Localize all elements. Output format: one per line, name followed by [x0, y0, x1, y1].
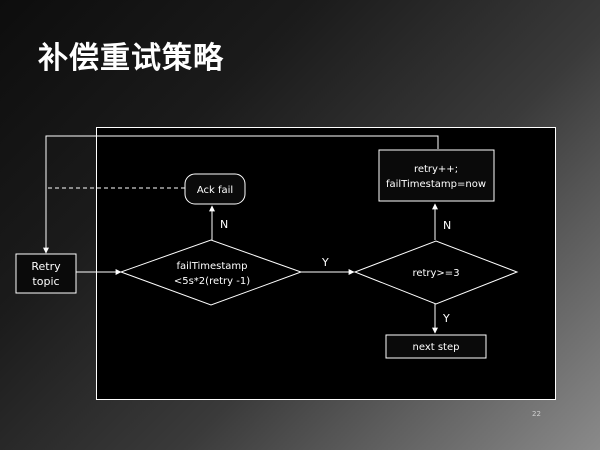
retry-topic-label-line1: Retry — [31, 260, 61, 273]
edge-label-to-ack-fail: N — [220, 218, 228, 231]
fail-timestamp-label-line2: <5s*2(retry -1) — [174, 276, 250, 287]
ack-fail-node: Ack fail — [184, 173, 246, 205]
loop-connector — [43, 135, 439, 254]
slide-title: 补偿重试策略 — [38, 41, 224, 76]
increment-retry-label-line2: failTimestamp=now — [386, 179, 486, 190]
edge-label-to-retry-count: Y — [321, 256, 329, 269]
next-step-node: next step — [385, 334, 487, 359]
next-step-label: next step — [413, 342, 460, 353]
retry-count-label: retry>=3 — [412, 268, 459, 279]
increment-retry-label-line1: retry++; — [414, 164, 458, 175]
fail-timestamp-label-line1: failTimestamp — [176, 261, 247, 272]
fail-timestamp-decision: failTimestamp <5s*2(retry -1) — [119, 239, 303, 306]
page-number: 22 — [532, 410, 541, 418]
retry-topic-label-line2: topic — [32, 275, 59, 288]
edge-label-to-increment-retry: N — [443, 219, 451, 232]
retry-count-decision: retry>=3 — [353, 240, 519, 305]
edge-label-to-next-step: Y — [442, 312, 450, 325]
retry-topic-node: Retry topic — [15, 253, 77, 294]
increment-retry-node: retry++; failTimestamp=now — [378, 149, 495, 202]
ack-fail-label: Ack fail — [197, 185, 233, 196]
